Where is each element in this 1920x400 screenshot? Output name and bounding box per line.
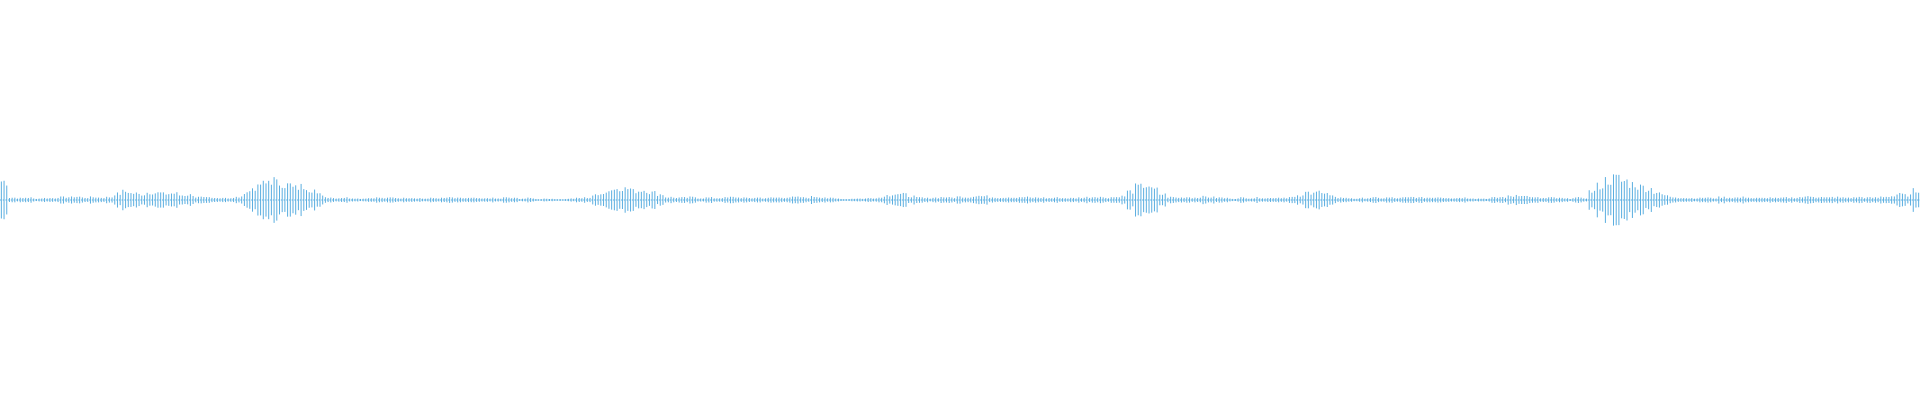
waveform-series: [0, 174, 1920, 226]
